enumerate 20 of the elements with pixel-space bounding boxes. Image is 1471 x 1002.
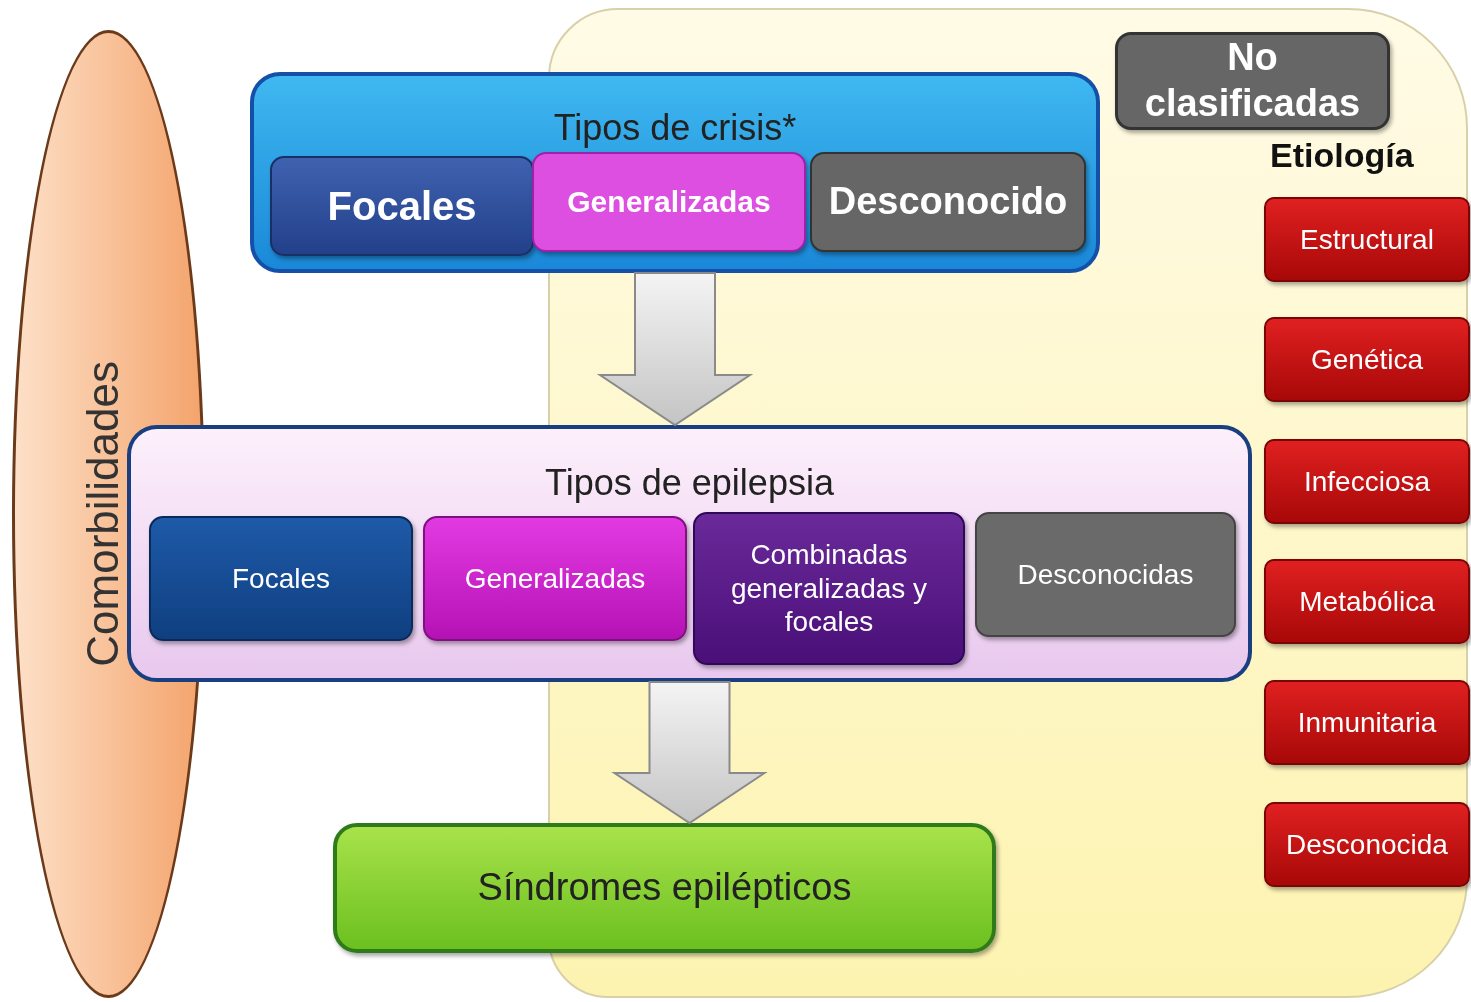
- group-heading: Tipos de crisis*: [552, 106, 798, 150]
- category-box: Desconocidas: [975, 512, 1236, 637]
- group-heading: Tipos de epilepsia: [544, 461, 835, 505]
- category-box: Genética: [1264, 317, 1470, 402]
- category-box: Infecciosa: [1264, 439, 1470, 524]
- group-heading: Etiología: [1270, 135, 1414, 176]
- block-arrow: [611, 681, 768, 825]
- category-box: Focales: [149, 516, 413, 641]
- category-box: Generalizadas: [423, 516, 687, 641]
- comorbidity-ellipse: Comorbilidades: [12, 30, 205, 998]
- category-box: No clasificadas: [1115, 32, 1390, 130]
- category-box: Estructural: [1264, 197, 1470, 282]
- category-box: Síndromes epilépticos: [333, 823, 996, 953]
- category-box: Focales: [270, 156, 534, 256]
- category-box: Metabólica: [1264, 559, 1470, 644]
- category-box: Desconocida: [1264, 802, 1470, 887]
- category-box: Combinadas generalizadas y focales: [693, 512, 965, 665]
- category-box: Inmunitaria: [1264, 680, 1470, 765]
- block-arrow: [596, 272, 754, 427]
- category-box: Desconocido: [810, 152, 1086, 252]
